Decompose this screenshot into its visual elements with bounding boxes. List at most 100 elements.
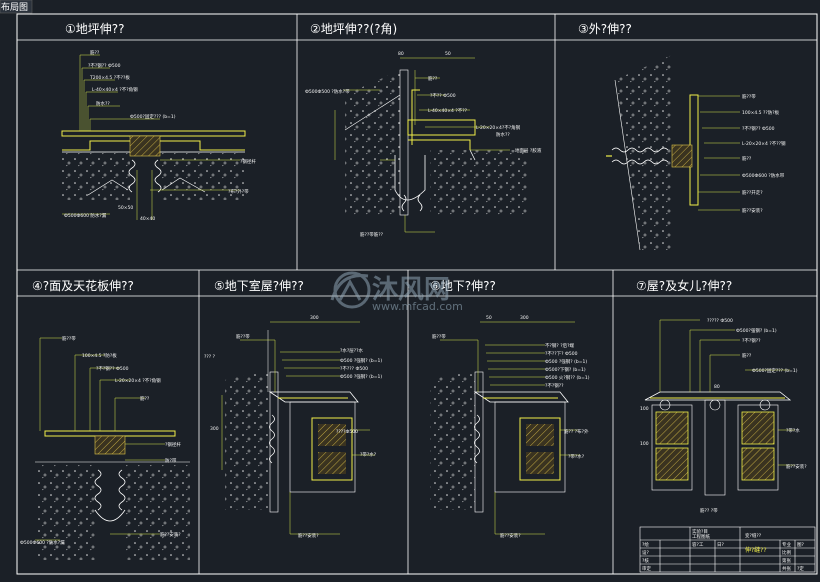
panel-7-title: ⑦屋?及女儿?伸?? bbox=[636, 278, 732, 293]
svg-text:Ф500 ?强钢? (b=1): Ф500 ?强钢? (b=1) bbox=[545, 358, 587, 365]
svg-text:Ф500?强钢? (b=1): Ф500?强钢? (b=1) bbox=[736, 327, 777, 334]
svg-text:Ф500?固定??? (b=1): Ф500?固定??? (b=1) bbox=[752, 367, 798, 374]
panel-1-labels: 筋?? ?不?钢?? Ф500 Т200×4.5 ?不??板 L-40×40×4… bbox=[64, 49, 256, 222]
svg-text:300: 300 bbox=[210, 426, 219, 432]
svg-text:设?: 设? bbox=[642, 549, 649, 556]
svg-text:筋??带: 筋??带 bbox=[432, 333, 446, 340]
svg-text:筋??: 筋?? bbox=[742, 155, 752, 162]
panel-5-title: ⑤地下室屋?伸?? bbox=[214, 278, 304, 293]
panel-3-title: ③外?伸?? bbox=[578, 22, 632, 36]
svg-text:专业: 专业 bbox=[782, 541, 791, 548]
svg-text:筋??: 筋?? bbox=[428, 75, 438, 82]
panel-4-detail bbox=[35, 430, 190, 560]
svg-text:?水?层??水: ?水?层??水 bbox=[340, 347, 364, 354]
panel-6-title: ⑥地下?伸?? bbox=[430, 279, 496, 293]
svg-text:100×4.5 ?防?板: 100×4.5 ?防?板 bbox=[82, 352, 117, 359]
svg-text:?钢径杆: ?钢径杆 bbox=[165, 441, 181, 448]
panel-1-leaders bbox=[62, 54, 240, 220]
svg-text:筋??开走?: 筋??开走? bbox=[742, 189, 763, 196]
drawing-frame bbox=[16, 13, 818, 575]
svg-text:筋??安装?: 筋??安装? bbox=[500, 532, 521, 539]
svg-text:?布?外?带: ?布?外?带 bbox=[228, 188, 249, 195]
svg-text:筋??带: 筋??带 bbox=[62, 335, 76, 342]
svg-text:容?工: 容?工 bbox=[692, 541, 704, 548]
svg-text:审定: 审定 bbox=[642, 565, 651, 572]
svg-text:?不?钢?? Ф500: ?不?钢?? Ф500 bbox=[96, 365, 129, 372]
svg-text:共张: 共张 bbox=[782, 565, 791, 572]
panel-grid bbox=[17, 14, 817, 574]
watermark-brand: 沐风网 bbox=[372, 275, 450, 305]
svg-text:????Ф500: ????Ф500 bbox=[336, 429, 358, 435]
svg-text:?不??下? Ф500: ?不??下? Ф500 bbox=[545, 351, 578, 357]
svg-text:?带?水: ?带?水 bbox=[786, 427, 800, 434]
svg-text:100: 100 bbox=[640, 441, 649, 447]
panel-7-leaders bbox=[659, 319, 795, 466]
svg-text:图?: 图? bbox=[797, 542, 804, 548]
svg-text:Ф500Ф600 ?防水带: Ф500Ф600 ?防水带 bbox=[742, 172, 785, 179]
svg-text:??? ?: ??? ? bbox=[204, 354, 216, 360]
panel-6-labels: 筋??带 不?钢? ?后?端 ?不??下? Ф500 Ф500 ?强钢? (b=… bbox=[432, 315, 590, 539]
svg-text:?带?水?: ?带?水? bbox=[568, 453, 585, 460]
layout-tab[interactable] bbox=[0, 0, 33, 14]
panel-3-leaders bbox=[698, 95, 740, 211]
svg-text:L-40×40×4 ?不??: L-40×40×4 ?不?? bbox=[428, 108, 468, 114]
svg-text:?不?钢??: ?不?钢?? bbox=[545, 382, 564, 389]
svg-text:防?带: 防?带 bbox=[165, 457, 177, 464]
svg-text:伸?缝??: 伸?缝?? bbox=[745, 546, 767, 554]
svg-text:Ф500 ?强钢? (b=1): Ф500 ?强钢? (b=1) bbox=[340, 373, 382, 380]
layout-tab-label: 布局图 bbox=[1, 1, 28, 13]
svg-text:Ф500?固定??? (b=1): Ф500?固定??? (b=1) bbox=[130, 113, 176, 120]
svg-text:筋??带: 筋??带 bbox=[742, 93, 756, 100]
svg-text:Ф500Ф600 ?防水?漏: Ф500Ф600 ?防水?漏 bbox=[20, 539, 65, 546]
svg-text:100×4.5 ??防?板: 100×4.5 ??防?板 bbox=[742, 109, 780, 116]
svg-text:筋?? ?布?外: 筋?? ?布?外 bbox=[564, 428, 589, 435]
svg-text:筋??: 筋?? bbox=[140, 395, 150, 402]
svg-text:筋??: 筋?? bbox=[90, 49, 100, 56]
svg-text:Ф500 ?强钢? (b=1): Ф500 ?强钢? (b=1) bbox=[340, 357, 382, 364]
panel-2-leaders bbox=[334, 57, 510, 233]
svg-text:Ф500Ф500 ?防水?带: Ф500Ф500 ?防水?带 bbox=[305, 88, 350, 95]
panel-5-labels: 筋??带 ??? ? ?水?层??水 Ф500 ?强钢? (b=1) ?不???… bbox=[204, 315, 382, 539]
svg-text:?不?钢?? Ф500: ?不?钢?? Ф500 bbox=[88, 62, 121, 69]
title-block bbox=[639, 526, 816, 573]
svg-text:Ф500 火?钢?? (b=1): Ф500 火?钢?? (b=1) bbox=[545, 374, 590, 381]
watermark-url: www.mfcad.com bbox=[372, 300, 463, 313]
watermark-logo-icon bbox=[330, 271, 371, 309]
panel-2-labels: Ф500Ф500 ?防水?带 筋?? ?不?? Ф500 L-40×40×4 ?… bbox=[305, 51, 542, 238]
panel-3-labels: 筋??带 100×4.5 ??防?板 ?不?钢?? Ф500 L-20×20×4… bbox=[742, 93, 786, 214]
svg-text:筋?? ?带: 筋?? ?带 bbox=[700, 507, 718, 514]
svg-text:筋??安装?: 筋??安装? bbox=[742, 207, 763, 214]
svg-text:50×50: 50×50 bbox=[118, 205, 133, 211]
svg-text:比例: 比例 bbox=[782, 549, 791, 556]
svg-text:80: 80 bbox=[714, 384, 720, 390]
svg-text:不?钢? ?后?端: 不?钢? ?后?端 bbox=[545, 342, 574, 349]
svg-text:?绘: ?绘 bbox=[642, 541, 649, 548]
panel-1-detail bbox=[61, 130, 246, 200]
svg-text:?钢径杆: ?钢径杆 bbox=[240, 158, 256, 165]
panel-4-leaders bbox=[35, 337, 165, 541]
panel-2-title: ②地坪伸??(?角) bbox=[310, 22, 397, 36]
svg-text:Т200×4.5 ?不??板: Т200×4.5 ?不??板 bbox=[89, 74, 130, 81]
watermark: 沐风网 www.mfcad.com bbox=[330, 271, 463, 313]
svg-text:L-20×20×4 ?不??钢: L-20×20×4 ?不??钢 bbox=[742, 140, 786, 147]
svg-text:L-20×20×4?不?角钢: L-20×20×4?不?角钢 bbox=[476, 124, 521, 131]
svg-text:????? Ф500: ????? Ф500 bbox=[707, 318, 733, 324]
svg-text:变?缝??: 变?缝?? bbox=[745, 532, 762, 539]
svg-text:地面层 ?胶液: 地面层 ?胶液 bbox=[515, 147, 542, 154]
svg-text:筋??带: 筋??带 bbox=[236, 333, 250, 340]
svg-text:?定: ?定 bbox=[797, 565, 804, 572]
svg-text:300: 300 bbox=[310, 315, 319, 321]
panel-4-labels: 筋??带 100×4.5 ?防?板 ?不?钢?? Ф500 L-20×20×4 … bbox=[20, 335, 181, 546]
svg-text:筋??安装?: 筋??安装? bbox=[786, 463, 807, 470]
svg-text:第张: 第张 bbox=[782, 557, 791, 564]
svg-text:?核: ?核 bbox=[642, 557, 649, 564]
svg-text:100: 100 bbox=[640, 406, 649, 412]
title-block-text: 实验?目 工程图纸 伸?缝?? 变?缝?? ?绘 设? ?核 审定 容?工 日?… bbox=[642, 528, 804, 572]
svg-text:?不?钢?? Ф500: ?不?钢?? Ф500 bbox=[742, 125, 775, 132]
svg-text:?不?? Ф500: ?不?? Ф500 bbox=[430, 93, 456, 99]
svg-text:Ф500Ф600 防水?漏: Ф500Ф600 防水?漏 bbox=[64, 212, 107, 219]
svg-text:50: 50 bbox=[486, 315, 492, 321]
svg-text:筋??安装?: 筋??安装? bbox=[298, 532, 319, 539]
